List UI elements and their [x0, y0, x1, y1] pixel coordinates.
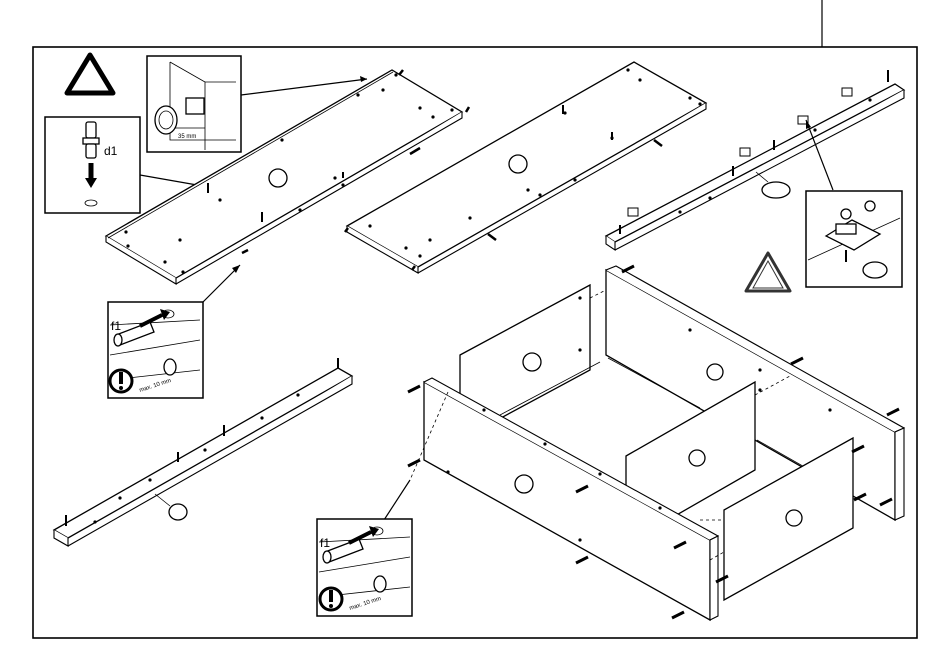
dowel-f1-callout-top: f1 max. 10 mm [108, 265, 240, 398]
warning-triangle-outline-icon [746, 253, 790, 291]
bracket-detail-callout [806, 120, 902, 287]
dowel-f1-callout-bottom: f1 max. 10 mm [317, 519, 412, 616]
dowel-d1-label: d1 [104, 144, 118, 158]
dowel-f1-label-top: f1 [111, 319, 121, 333]
warning-triangle-icon [67, 55, 113, 93]
dowel-f1-label-bottom: f1 [320, 536, 330, 550]
depth-35mm-label: 35 mm [178, 134, 196, 140]
cabinet-carcass [384, 266, 904, 620]
